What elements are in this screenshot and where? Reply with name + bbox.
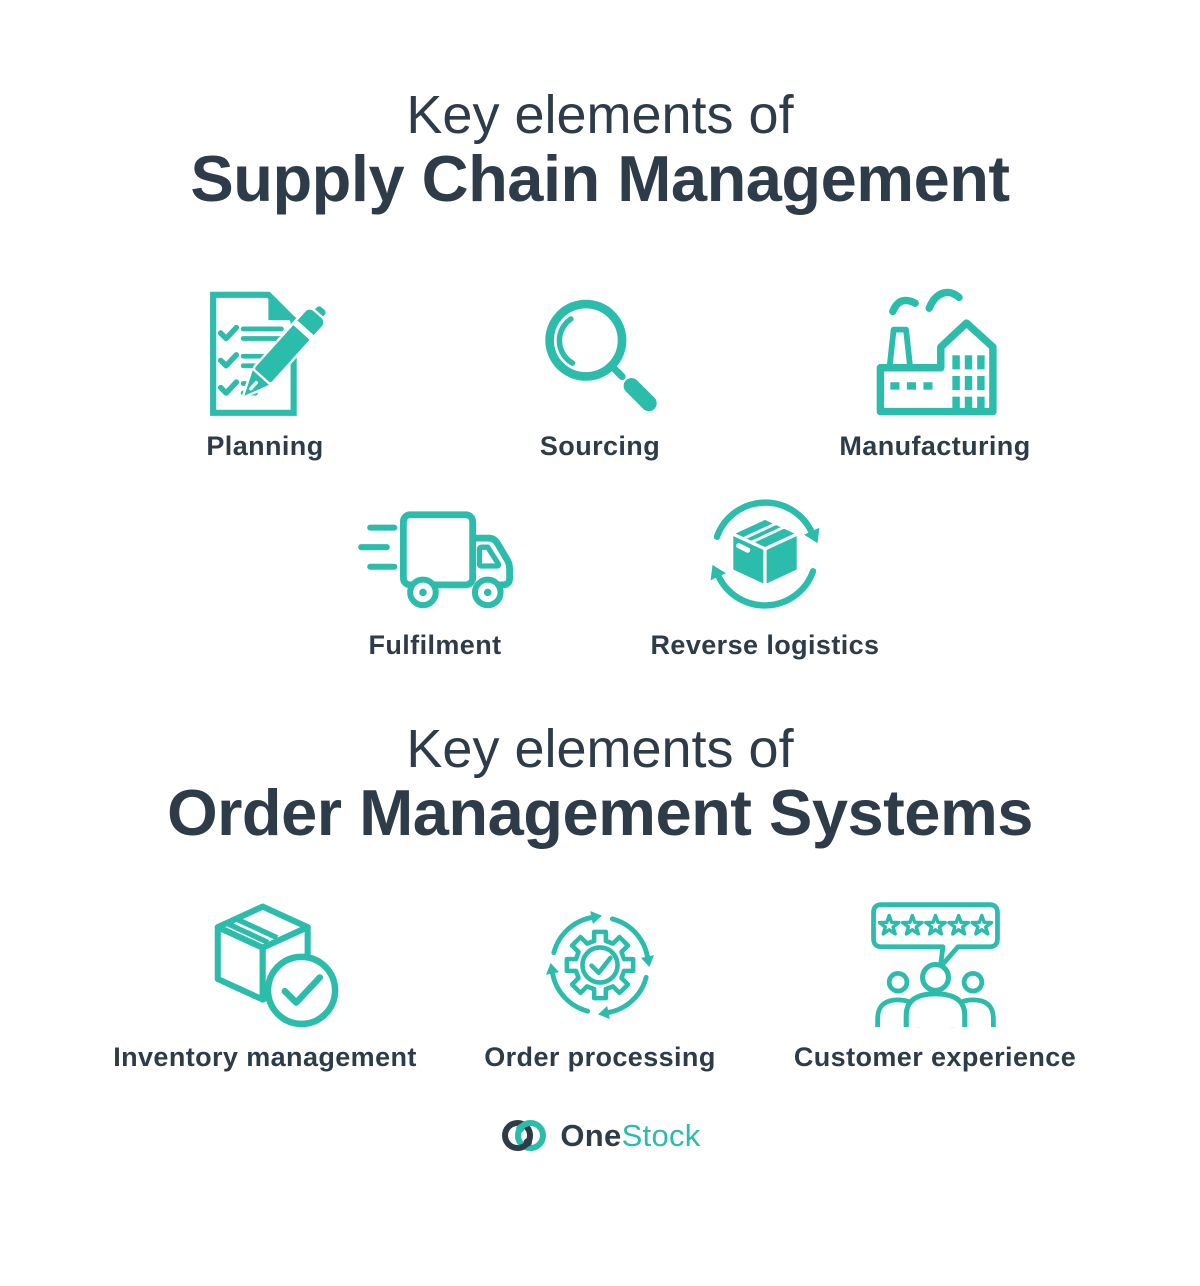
item-label-fulfilment: Fulfilment <box>368 629 502 660</box>
item-label-sourcing: Sourcing <box>539 430 661 461</box>
oms-row: Inventory management <box>0 890 1200 1073</box>
onestock-logo-icon <box>502 1120 547 1151</box>
footer-brand: OneStock <box>0 1117 1200 1154</box>
item-label-customer-experience: Customer experience <box>793 1042 1077 1072</box>
item-label-manufacturing: Manufacturing <box>839 430 1031 461</box>
item-order-processing: Order processing <box>433 890 768 1073</box>
brand-one: One <box>560 1117 622 1153</box>
oms-title-line2: Order Management Systems <box>167 775 1033 849</box>
supply-chain-row-2: Fulfilment <box>0 478 1200 661</box>
item-label-planning: Planning <box>206 430 324 461</box>
supply-chain-row-1: Planning Sourcing <box>0 279 1200 462</box>
item-label-inventory-management: Inventory management <box>113 1042 417 1072</box>
item-reverse-logistics: Reverse logistics <box>600 478 930 661</box>
delivery-truck-icon <box>358 510 513 608</box>
item-fulfilment: Fulfilment <box>270 478 600 661</box>
supply-chain-title-line1: Key elements of <box>406 85 794 145</box>
box-circular-arrows-icon <box>701 498 820 618</box>
item-customer-experience: Customer experience <box>768 890 1103 1073</box>
item-label-order-processing: Order processing <box>484 1042 716 1072</box>
item-label-reverse-logistics: Reverse logistics <box>650 629 880 660</box>
factory-icon <box>876 288 997 415</box>
oms-title: Key elements of Order Management Systems <box>0 718 1200 849</box>
item-inventory-management: Inventory management <box>98 890 433 1073</box>
box-check-icon <box>214 903 339 1028</box>
oms-title-line1: Key elements of <box>406 718 794 779</box>
magnifier-icon <box>545 299 657 411</box>
item-manufacturing: Manufacturing <box>768 279 1103 462</box>
document-pen-icon <box>210 291 328 416</box>
brand-stock: Stock <box>621 1117 701 1153</box>
item-planning: Planning <box>98 279 433 462</box>
supply-chain-title-line2: Supply Chain Management <box>190 142 1010 216</box>
item-sourcing: Sourcing <box>433 279 768 462</box>
people-star-rating-icon <box>870 902 1000 1028</box>
gear-arrows-check-icon <box>535 911 665 1030</box>
infographic: Key elements of Supply Chain Management <box>0 86 1200 1154</box>
brand-wordmark: OneStock <box>560 1118 700 1154</box>
supply-chain-title: Key elements of Supply Chain Management <box>0 86 1200 215</box>
